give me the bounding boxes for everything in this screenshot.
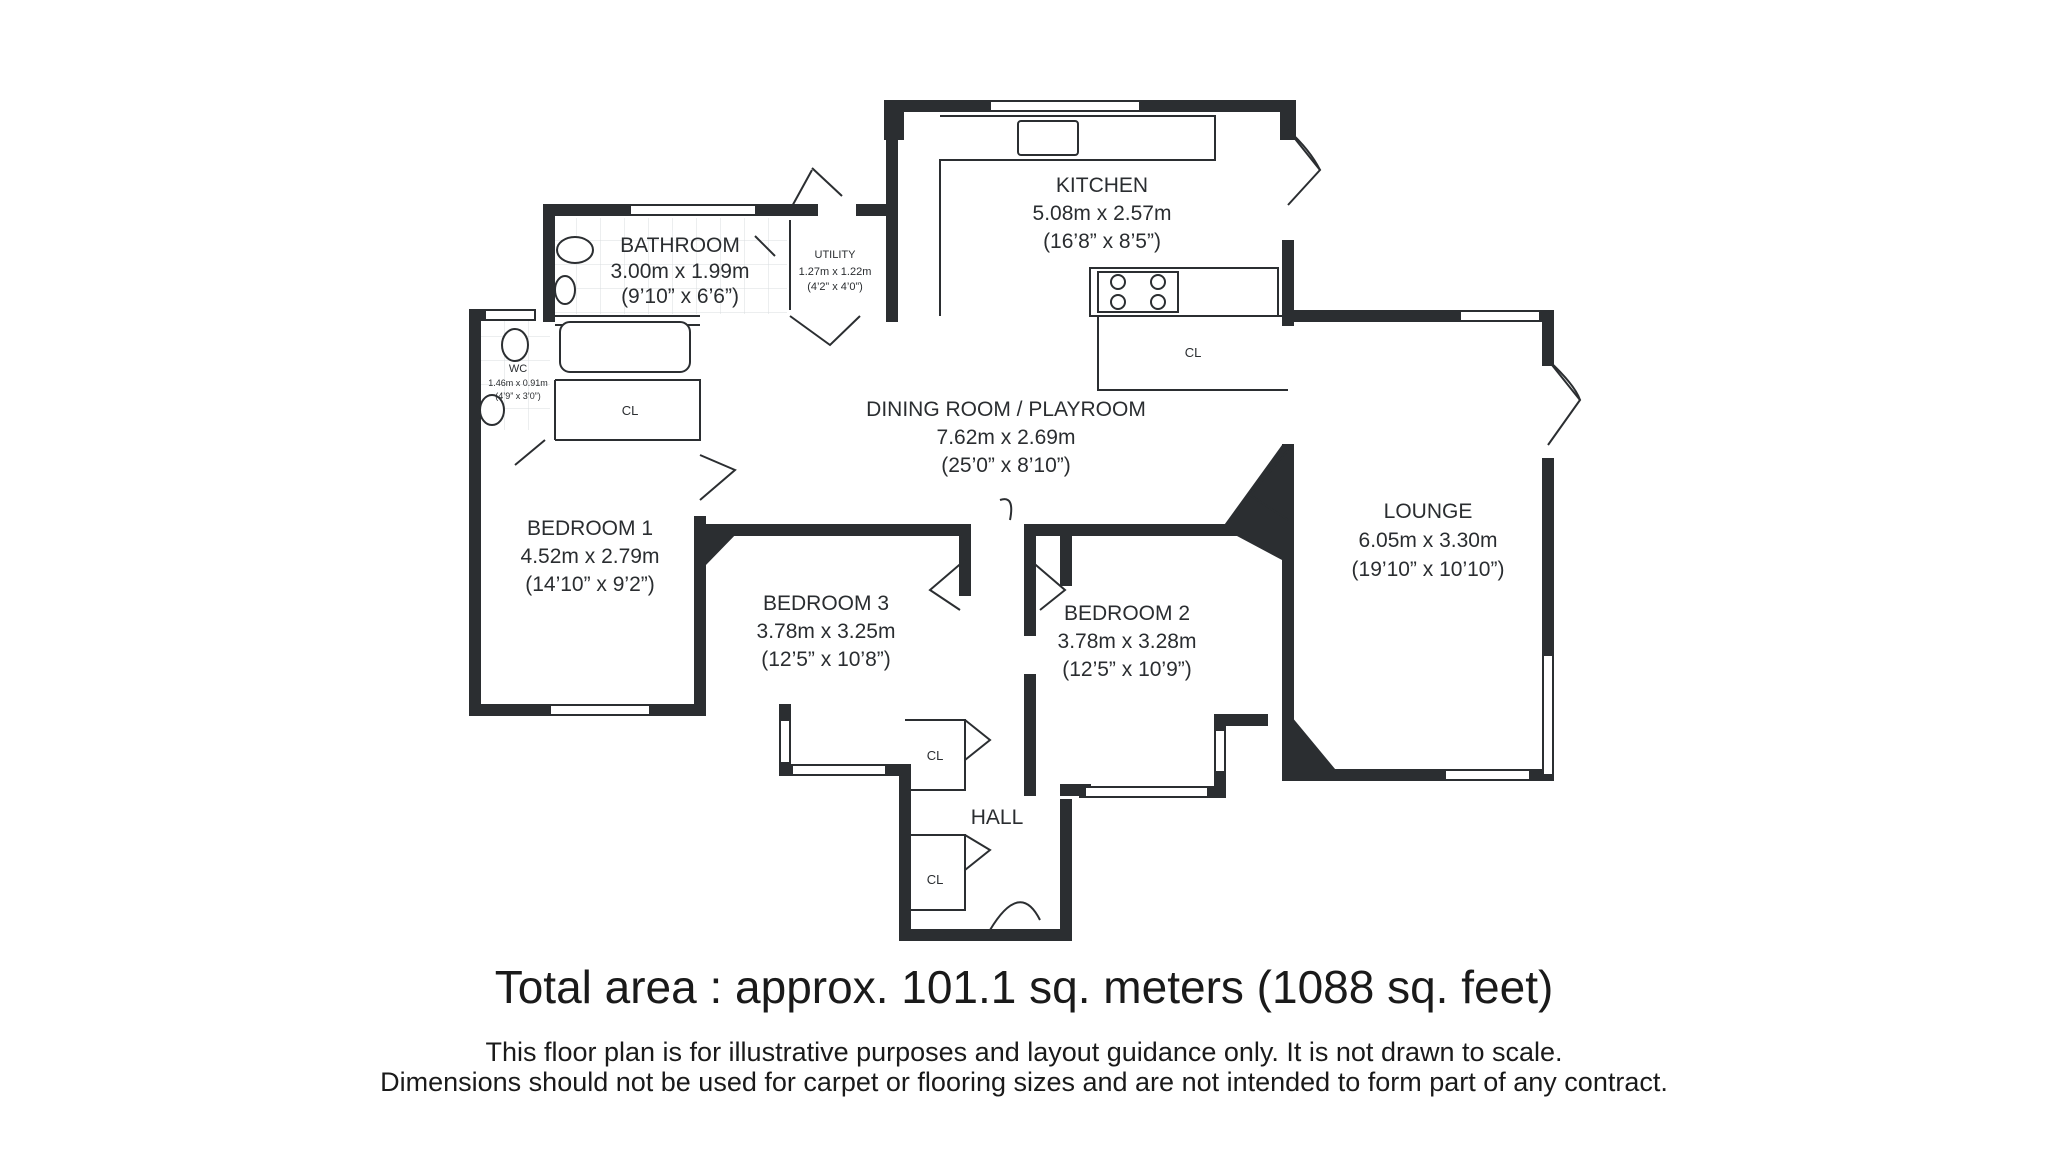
bathroom-tiled-floor [555, 218, 787, 314]
room-lounge: LOUNGE 6.05m x 3.30m (19’10” x 10’10”) [1352, 500, 1505, 581]
room-bedroom2: BEDROOM 2 3.78m x 3.28m (12’5” x 10’9”) [1058, 602, 1197, 681]
utility-metric: 1.27m x 1.22m [799, 266, 872, 278]
wall-corner-lounge [1222, 445, 1282, 560]
bathroom-imperial: (9’10” x 6’6”) [621, 285, 739, 308]
bedroom3-imperial: (12’5” x 10’8”) [761, 648, 891, 671]
bedroom1-metric: 4.52m x 2.79m [521, 545, 660, 568]
bedroom2-name: BEDROOM 2 [1064, 602, 1190, 625]
wc-name: WC [509, 363, 527, 375]
utility-name: UTILITY [815, 249, 857, 261]
bedroom2-imperial: (12’5” x 10’9”) [1062, 658, 1192, 681]
walls [469, 100, 1554, 941]
bedroom2-metric: 3.78m x 3.28m [1058, 630, 1197, 653]
kitchen-metric: 5.08m x 2.57m [1033, 202, 1172, 225]
fixtures [479, 120, 1179, 426]
disclaimer-line-2: Dimensions should not be used for carpet… [380, 1067, 1668, 1097]
closet-hall-lower-label: CL [927, 872, 944, 887]
dining-name: DINING ROOM / PLAYROOM [866, 398, 1146, 421]
total-area: Total area : approx. 101.1 sq. meters (1… [494, 961, 1554, 1013]
closet-kitchen-label: CL [1185, 345, 1202, 360]
kitchen-ne-block [1280, 100, 1296, 140]
wc-metric: 1.46m x 0.91m [488, 378, 548, 388]
room-dining: DINING ROOM / PLAYROOM 7.62m x 2.69m (25… [866, 398, 1146, 477]
bedroom3-metric: 3.78m x 3.25m [757, 620, 896, 643]
hall-name: HALL [971, 806, 1024, 829]
room-bedroom1: BEDROOM 1 4.52m x 2.79m (14’10” x 9’2”) [521, 517, 660, 596]
wall-corner-bedroom3 [705, 524, 740, 566]
lounge-name: LOUNGE [1384, 500, 1473, 523]
bedroom1-imperial: (14’10” x 9’2”) [525, 573, 655, 596]
kitchen-imperial: (16’8” x 8’5”) [1043, 230, 1161, 253]
lounge-imperial: (19’10” x 10’10”) [1352, 558, 1505, 581]
utility-imperial: (4’2” x 4’0”) [807, 281, 863, 293]
closet-hall-upper-label: CL [927, 748, 944, 763]
room-bathroom: BATHROOM 3.00m x 1.99m (9’10” x 6’6”) [611, 234, 750, 308]
bathtub [559, 321, 691, 373]
bathroom-basin [554, 275, 576, 305]
wc-toilet [501, 328, 529, 362]
bedroom1-name: BEDROOM 1 [527, 517, 653, 540]
room-kitchen: KITCHEN 5.08m x 2.57m (16’8” x 8’5”) [1033, 174, 1172, 253]
bathroom-name: BATHROOM [620, 234, 740, 257]
windows [484, 100, 1554, 798]
dining-metric: 7.62m x 2.69m [937, 426, 1076, 449]
wall-corner-lounge-south [1282, 705, 1340, 775]
doors [514, 129, 1582, 931]
disclaimer-line-1: This floor plan is for illustrative purp… [485, 1037, 1563, 1067]
bedroom3-name: BEDROOM 3 [763, 592, 889, 615]
hob [1097, 271, 1179, 313]
kitchen-corner-block [884, 100, 904, 140]
closet-bathroom-label: CL [622, 403, 639, 418]
room-bedroom3: BEDROOM 3 3.78m x 3.25m (12’5” x 10’8”) [757, 592, 896, 671]
room-wc: WC 1.46m x 0.91m (4’9” x 3’0”) [488, 363, 548, 401]
lounge-metric: 6.05m x 3.30m [1359, 529, 1498, 552]
wc-imperial: (4’9” x 3’0”) [495, 391, 541, 401]
room-utility: UTILITY 1.27m x 1.22m (4’2” x 4’0”) [799, 249, 872, 293]
kitchen-name: KITCHEN [1056, 174, 1148, 197]
wc-basin [479, 394, 505, 426]
bathroom-metric: 3.00m x 1.99m [611, 260, 750, 283]
bathroom-toilet [556, 236, 594, 264]
dining-imperial: (25’0” x 8’10”) [941, 454, 1071, 477]
kitchen-sink [1017, 120, 1079, 156]
